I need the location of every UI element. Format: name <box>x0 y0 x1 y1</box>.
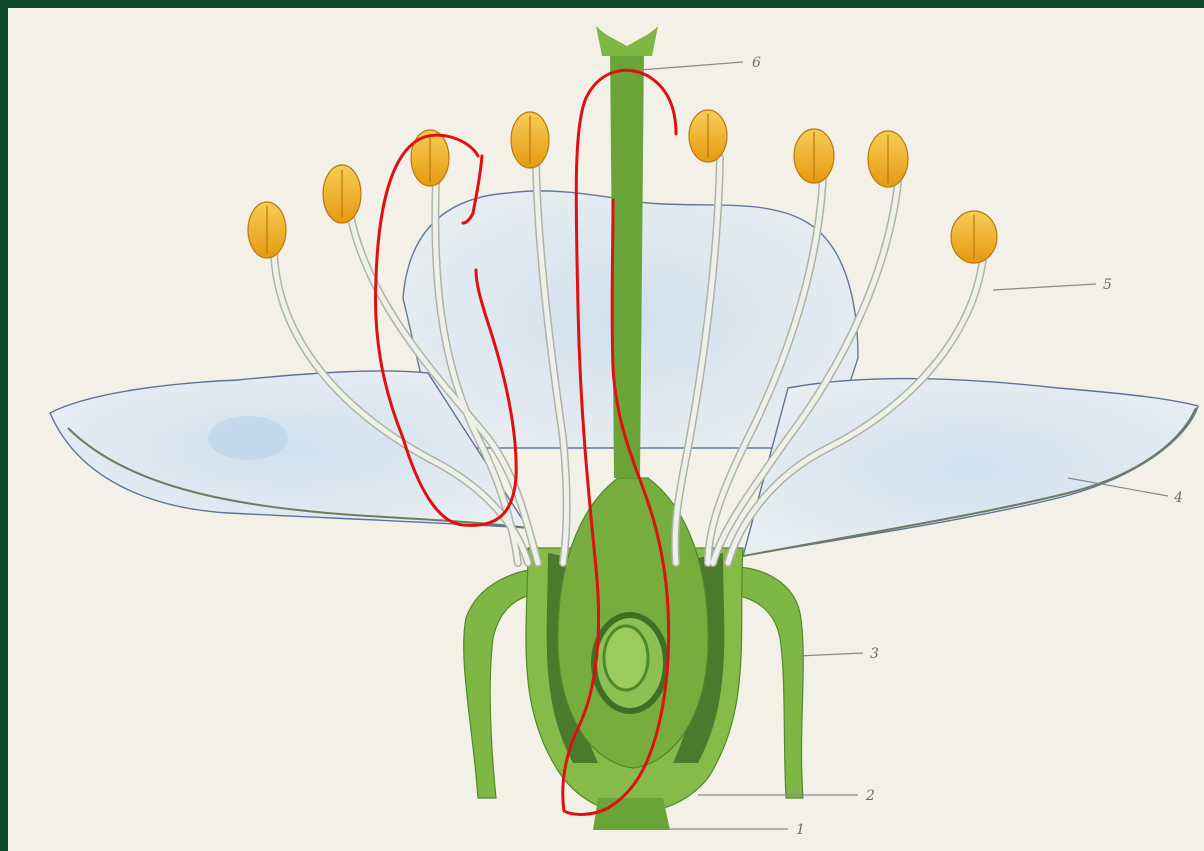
diagram-frame: 6 5 4 3 2 1 <box>8 8 1204 851</box>
label-6: 6 <box>752 55 761 71</box>
label-5: 5 <box>1103 277 1112 293</box>
label-2: 2 <box>865 788 875 804</box>
stigma <box>596 26 658 56</box>
label-3: 3 <box>870 646 879 662</box>
stem-base <box>593 798 670 830</box>
flower-diagram: 6 5 4 3 2 1 <box>8 8 1204 851</box>
style <box>610 48 644 478</box>
label-4: 4 <box>1173 490 1183 506</box>
label-1: 1 <box>796 822 805 838</box>
